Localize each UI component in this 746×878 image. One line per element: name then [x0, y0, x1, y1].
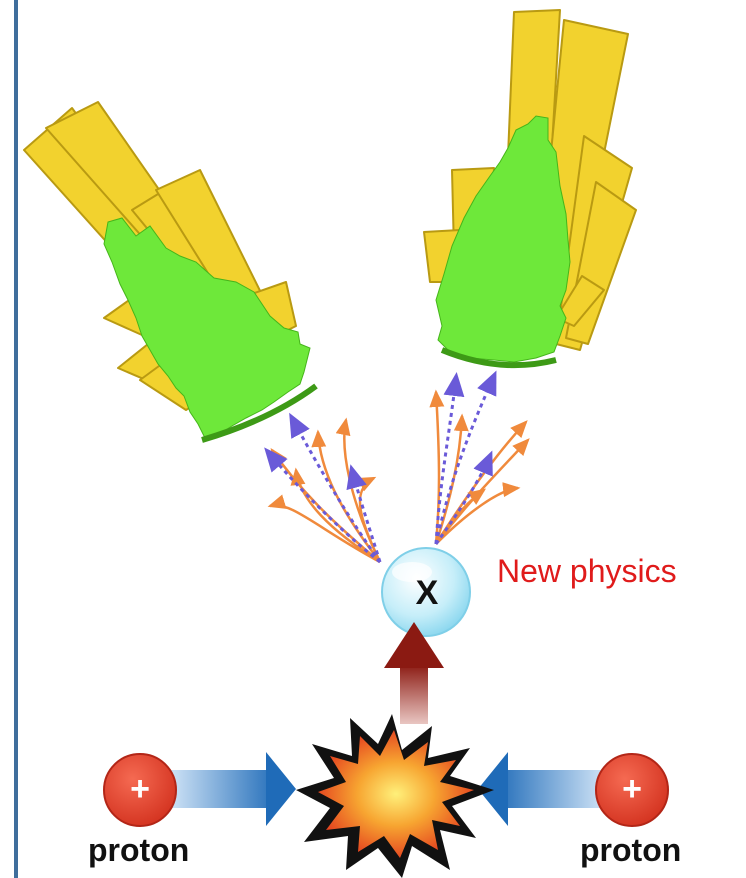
proton-right-label: proton: [580, 832, 682, 868]
right-jet-green-histogram: [435, 115, 571, 363]
right-track-spray: [429, 370, 530, 545]
proton-right-charge: +: [622, 770, 642, 808]
collision-burst-icon: [296, 714, 494, 878]
left-border-rule: [14, 0, 18, 878]
left-jet-green-histogram: [103, 217, 311, 441]
outgoing-arrow-icon: [384, 622, 444, 724]
right-calorimeter-arc: [440, 347, 557, 369]
new-particle-icon: [381, 547, 471, 637]
beam-arrow-left: [170, 752, 296, 826]
new-physics-label: New physics: [497, 553, 677, 589]
particle-x-label: X: [415, 574, 439, 612]
beam-arrow-right: [478, 752, 604, 826]
left-track-spray: [264, 412, 382, 564]
left-calorimeter-arc: [201, 383, 318, 443]
proton-left-charge: +: [130, 770, 150, 808]
proton-left-label: proton: [88, 832, 190, 868]
proton-right-icon: [595, 753, 669, 827]
proton-left-icon: [103, 753, 177, 827]
